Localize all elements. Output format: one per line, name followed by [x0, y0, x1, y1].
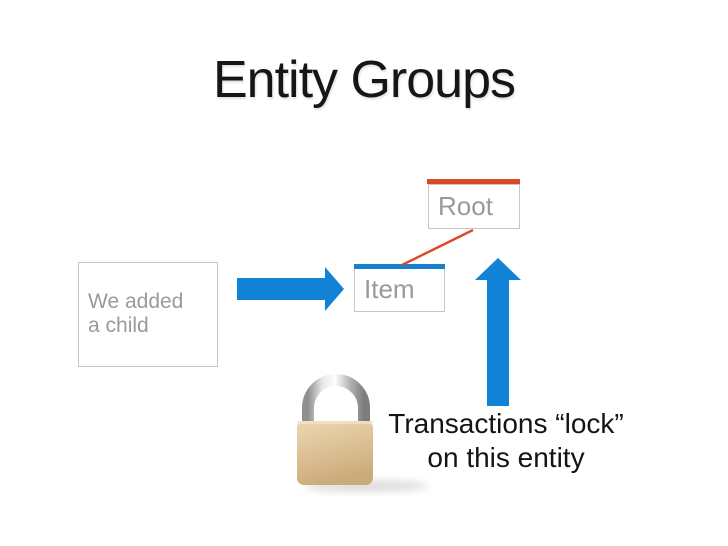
note-box: We added a child	[78, 262, 218, 367]
arrow-up-icon	[475, 258, 521, 406]
root-accent-bar	[427, 179, 520, 184]
caption-line-2: on this entity	[427, 442, 585, 473]
padlock-icon	[297, 374, 428, 492]
item-entity-label: Item	[364, 273, 415, 304]
note-box-line-1: We added	[88, 290, 184, 313]
padlock-body-highlight	[297, 421, 373, 424]
padlock-body	[297, 421, 373, 485]
root-entity-box: Root	[428, 184, 520, 229]
parent-child-connector-line	[401, 228, 474, 267]
caption: Transactions “lock” on this entity	[376, 407, 636, 475]
arrow-right-icon	[237, 267, 344, 311]
caption-line-1: Transactions “lock”	[388, 408, 624, 439]
note-box-line-2: a child	[88, 314, 149, 337]
padlock-shackle	[302, 374, 370, 426]
item-entity-box: Item	[354, 266, 445, 312]
item-accent-bar	[354, 264, 445, 269]
page-title: Entity Groups	[212, 51, 516, 109]
root-entity-label: Root	[438, 191, 493, 221]
